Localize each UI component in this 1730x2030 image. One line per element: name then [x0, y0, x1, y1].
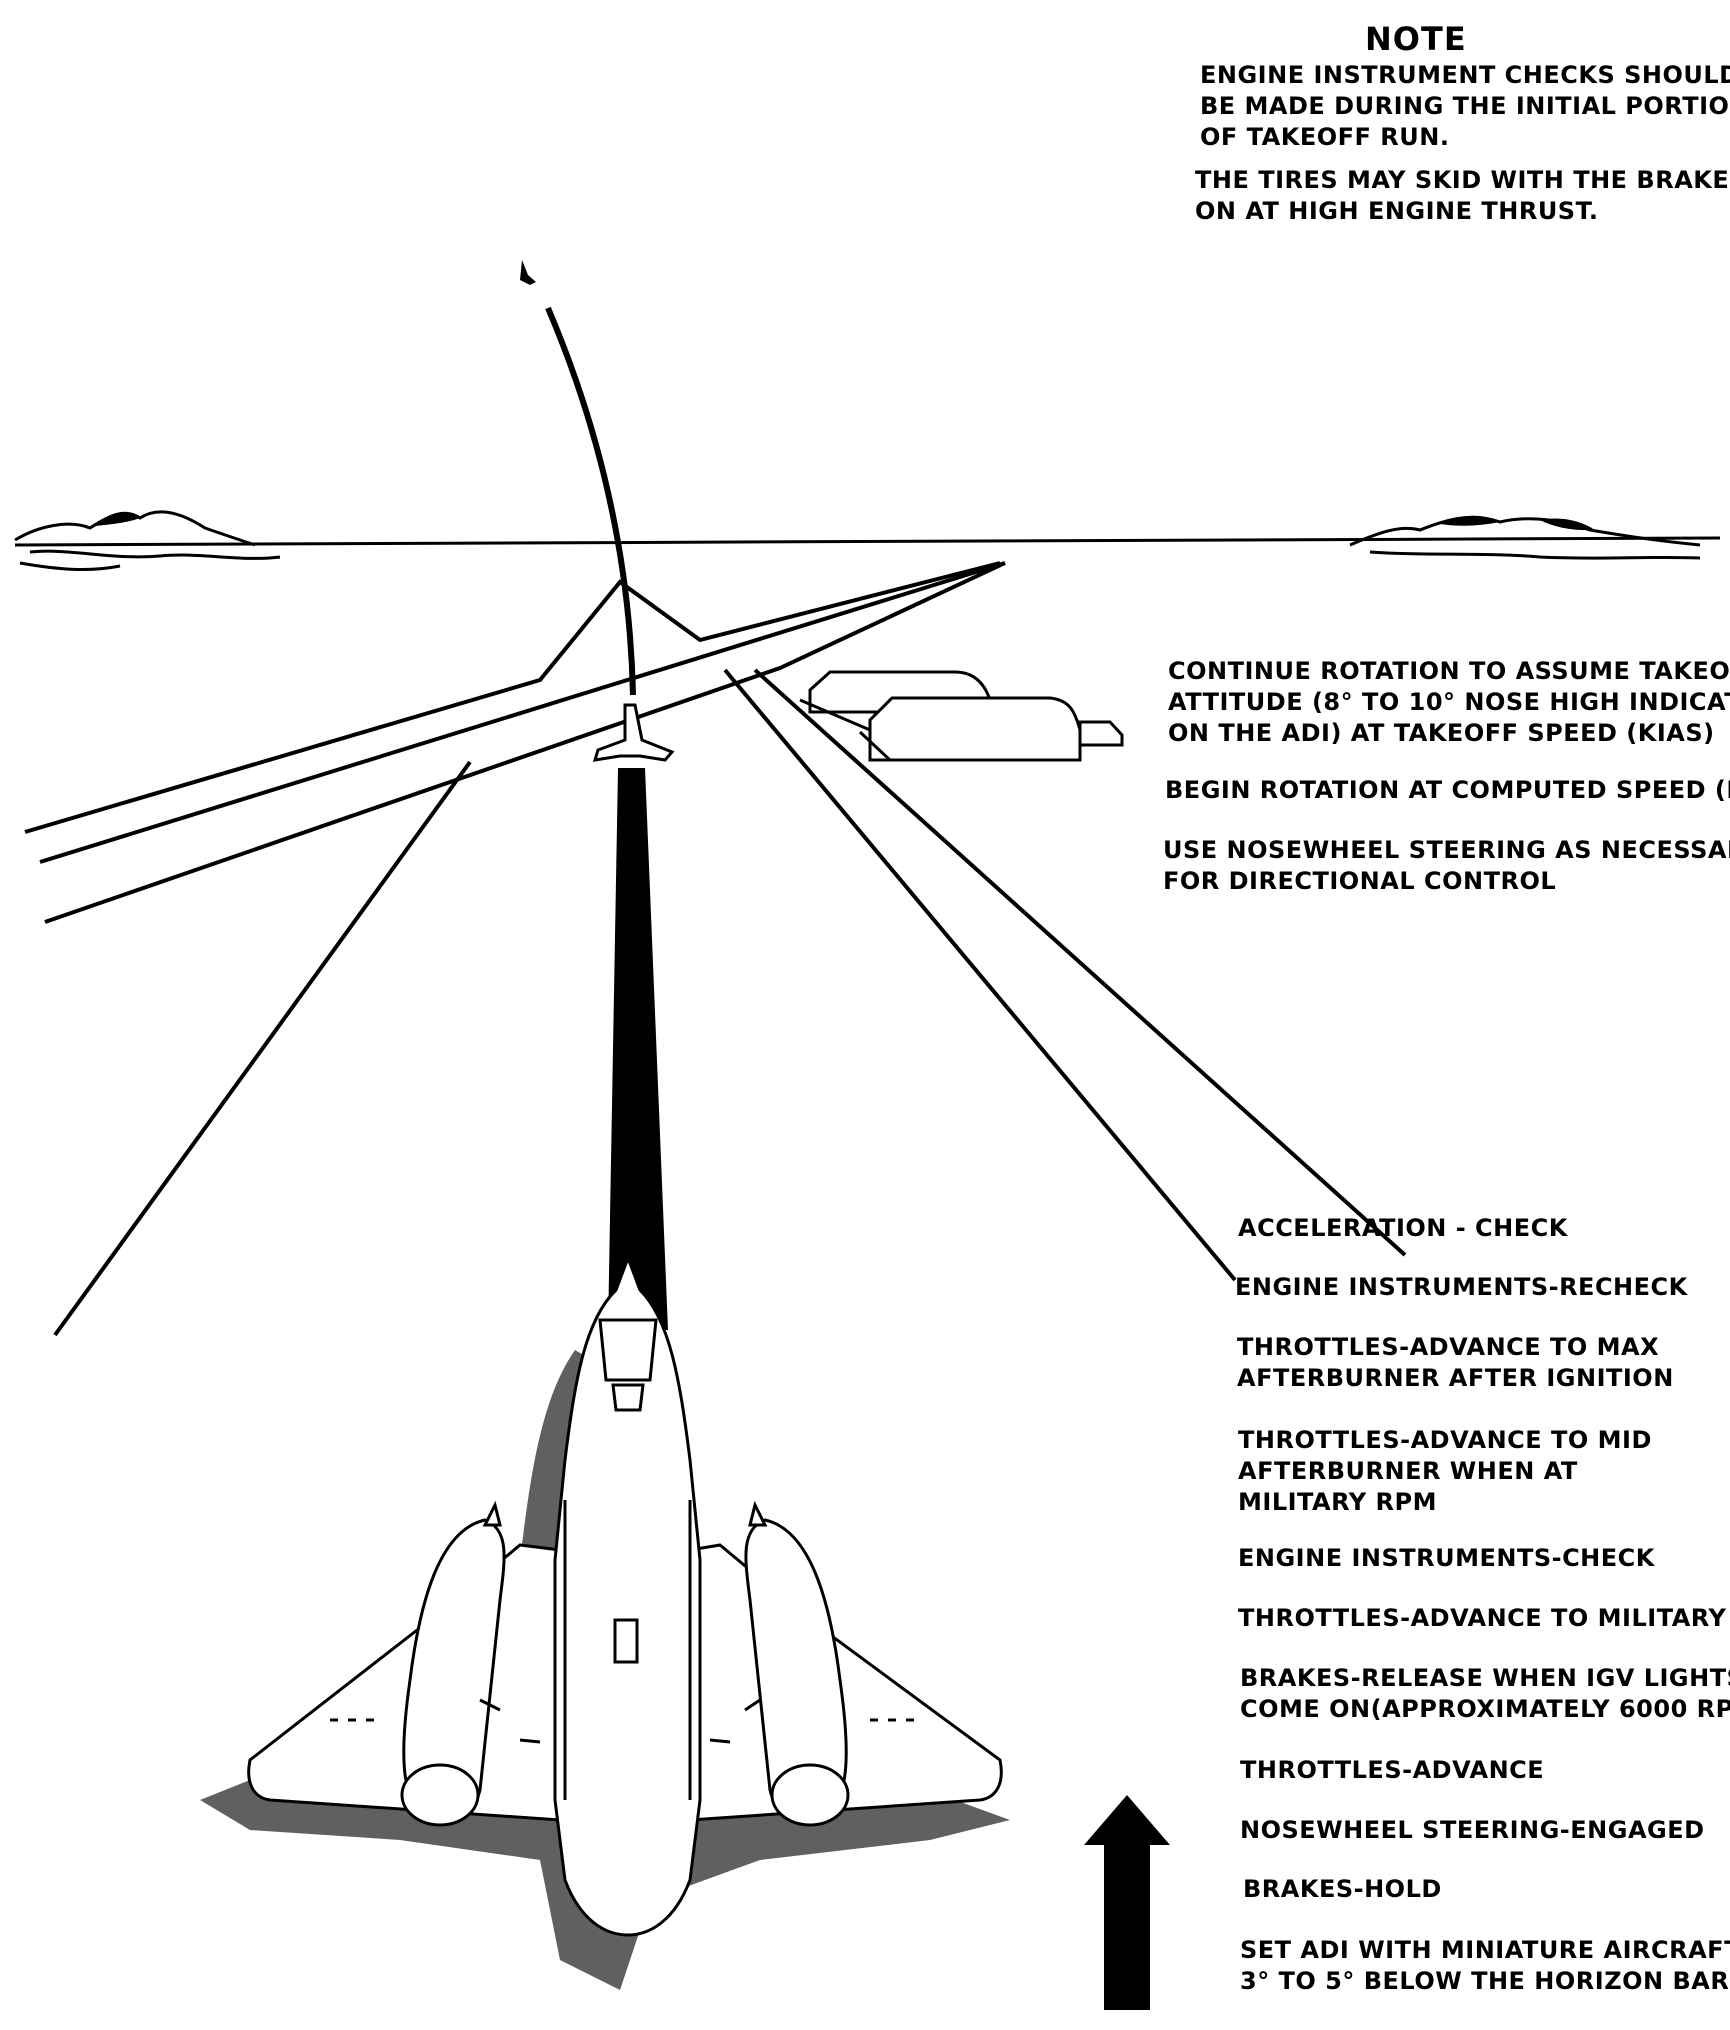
note-line: ON AT HIGH ENGINE THRUST. [1195, 196, 1730, 227]
step-line: ON THE ADI) AT TAKEOFF SPEED (KIAS) [1168, 718, 1730, 749]
step-line: SET ADI WITH MINIATURE AIRCRAFT [1240, 1935, 1730, 1966]
step-line: BRAKES-HOLD [1243, 1874, 1442, 1905]
distant-aircraft [595, 705, 672, 760]
step-line: ACCELERATION - CHECK [1238, 1213, 1568, 1244]
ground-path [608, 768, 668, 1330]
step-nosewheel-steering: USE NOSEWHEEL STEERING AS NECESSARY FOR … [1163, 835, 1730, 897]
step-line: BEGIN ROTATION AT COMPUTED SPEED (KIAS) [1165, 775, 1730, 806]
flight-path [520, 260, 672, 760]
step-line: FOR DIRECTIONAL CONTROL [1163, 866, 1730, 897]
step-set-adi: SET ADI WITH MINIATURE AIRCRAFT 3° TO 5°… [1240, 1935, 1730, 1997]
note-paragraph-1: ENGINE INSTRUMENT CHECKS SHOULD BE MADE … [1200, 60, 1730, 153]
step-line: BRAKES-RELEASE WHEN IGV LIGHTS [1240, 1663, 1730, 1694]
step-continue-rotation: CONTINUE ROTATION TO ASSUME TAKEOFF ATTI… [1168, 656, 1730, 749]
step-line: ENGINE INSTRUMENTS-RECHECK [1235, 1272, 1688, 1303]
note-line: BE MADE DURING THE INITIAL PORTION [1200, 91, 1730, 122]
step-brakes-release: BRAKES-RELEASE WHEN IGV LIGHTS COME ON(A… [1240, 1663, 1730, 1725]
step-line: NOSEWHEEL STEERING-ENGAGED [1240, 1815, 1705, 1846]
step-brakes-hold: BRAKES-HOLD [1243, 1874, 1442, 1905]
step-begin-rotation: BEGIN ROTATION AT COMPUTED SPEED (KIAS) [1165, 775, 1730, 806]
step-throttles-max-afterburner: THROTTLES-ADVANCE TO MAX AFTERBURNER AFT… [1237, 1332, 1674, 1394]
step-line: COME ON(APPROXIMATELY 6000 RPM) [1240, 1694, 1730, 1725]
step-line: THROTTLES-ADVANCE [1240, 1755, 1544, 1786]
step-line: MILITARY RPM [1238, 1487, 1652, 1518]
note-paragraph-2: THE TIRES MAY SKID WITH THE BRAKES ON AT… [1195, 165, 1730, 227]
hangars [800, 672, 1122, 760]
step-engine-instruments-recheck: ENGINE INSTRUMENTS-RECHECK [1235, 1272, 1688, 1303]
step-line: ATTITUDE (8° TO 10° NOSE HIGH INDICATION [1168, 687, 1730, 718]
step-throttles-advance: THROTTLES-ADVANCE [1240, 1755, 1544, 1786]
step-throttles-military: THROTTLES-ADVANCE TO MILITARY [1238, 1603, 1726, 1634]
step-line: THROTTLES-ADVANCE TO MAX [1237, 1332, 1674, 1363]
right-mountains [1350, 517, 1700, 545]
step-throttles-mid-afterburner: THROTTLES-ADVANCE TO MID AFTERBURNER WHE… [1238, 1425, 1652, 1518]
step-acceleration-check: ACCELERATION - CHECK [1238, 1213, 1568, 1244]
step-line: AFTERBURNER AFTER IGNITION [1237, 1363, 1674, 1394]
step-nosewheel-steering-engaged: NOSEWHEEL STEERING-ENGAGED [1240, 1815, 1705, 1846]
step-line: CONTINUE ROTATION TO ASSUME TAKEOFF [1168, 656, 1730, 687]
step-engine-instruments-check: ENGINE INSTRUMENTS-CHECK [1238, 1543, 1655, 1574]
step-line: AFTERBURNER WHEN AT [1238, 1456, 1652, 1487]
step-line: 3° TO 5° BELOW THE HORIZON BAR [1240, 1966, 1730, 1997]
step-line: THROTTLES-ADVANCE TO MID [1238, 1425, 1652, 1456]
step-line: USE NOSEWHEEL STEERING AS NECESSARY [1163, 835, 1730, 866]
direction-arrow [1084, 1795, 1170, 2010]
note-line: OF TAKEOFF RUN. [1200, 122, 1730, 153]
note-line: ENGINE INSTRUMENT CHECKS SHOULD [1200, 60, 1730, 91]
step-line: THROTTLES-ADVANCE TO MILITARY [1238, 1603, 1726, 1634]
note-title: NOTE [1365, 20, 1467, 58]
note-line: THE TIRES MAY SKID WITH THE BRAKES [1195, 165, 1730, 196]
step-line: ENGINE INSTRUMENTS-CHECK [1238, 1543, 1655, 1574]
